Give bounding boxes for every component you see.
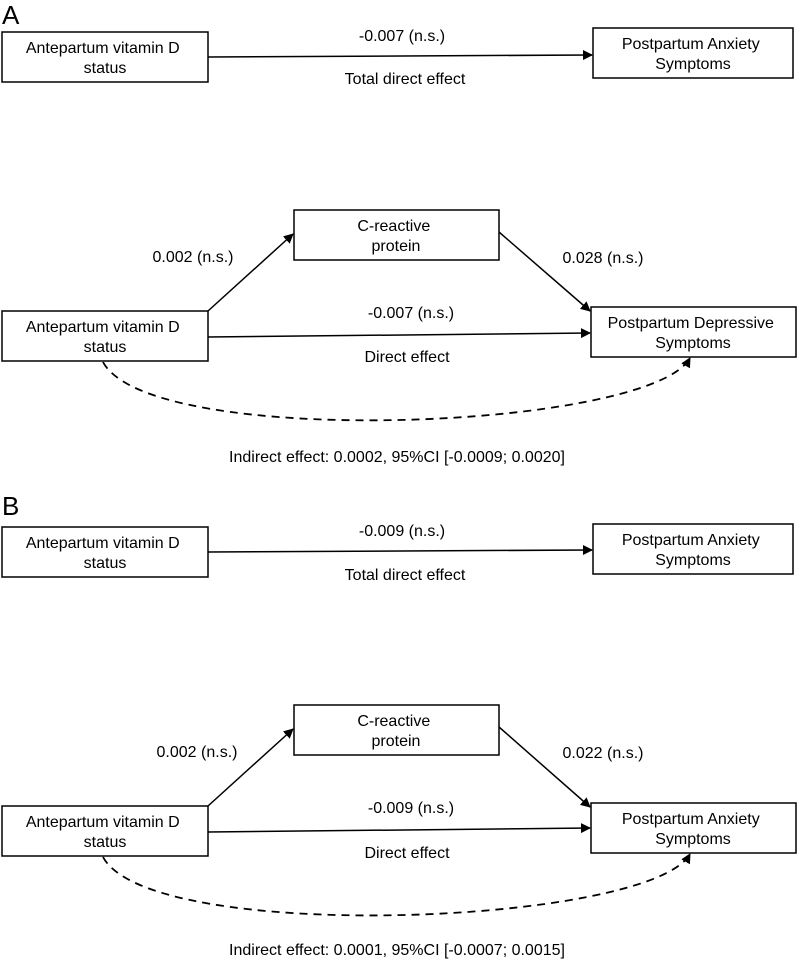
indirect-effect-label: Indirect effect: 0.0001, 95%CI [-0.0007;… <box>229 942 565 959</box>
predictor-label: Antepartum vitamin D status <box>26 319 184 356</box>
path-b-coefficient: 0.028 (n.s.) <box>563 250 644 267</box>
total-effect-arrow <box>207 50 593 61</box>
predictor-box <box>1 526 209 578</box>
outcome-label: Postpartum Anxiety Symptoms <box>622 811 764 848</box>
panel-b: B Antepartum vitamin D status Postpartum… <box>1 491 797 959</box>
predictor-label: Antepartum vitamin D status <box>26 535 184 572</box>
predictor-label: Antepartum vitamin D status <box>26 814 184 851</box>
panel-a: A Antepartum vitamin D status Postpartum… <box>1 0 797 466</box>
direct-effect-label: Direct effect <box>364 845 450 862</box>
panel-letter: A <box>2 0 20 30</box>
total-effect-label: Total direct effect <box>345 567 466 584</box>
direct-effect-arrow <box>207 823 591 834</box>
outcome-box <box>590 802 797 854</box>
mediation-model: C-reactive protein Antepartum vitamin D … <box>1 209 797 466</box>
outcome-box <box>590 306 797 358</box>
outcome-label: Postpartum Anxiety Symptoms <box>622 36 764 73</box>
path-b-coefficient: 0.022 (n.s.) <box>563 745 644 762</box>
total-effect-label: Total direct effect <box>345 71 466 88</box>
indirect-effect-label: Indirect effect: 0.0002, 95%CI [-0.0009;… <box>229 449 565 466</box>
total-effect-coefficient: -0.009 (n.s.) <box>359 523 445 540</box>
outcome-box <box>592 27 794 79</box>
mediation-model: C-reactive protein Antepartum vitamin D … <box>1 704 797 959</box>
indirect-effect-arrow <box>102 357 691 422</box>
predictor-box <box>1 805 209 857</box>
predictor-box <box>1 31 209 83</box>
predictor-box <box>1 310 209 362</box>
direct-effect-coefficient: -0.009 (n.s.) <box>368 800 454 817</box>
direct-effect-arrow <box>207 328 591 339</box>
path-a-arrow <box>207 233 294 312</box>
path-a-arrow <box>207 728 294 807</box>
predictor-label: Antepartum vitamin D status <box>26 40 184 77</box>
path-b-arrow <box>498 231 591 312</box>
total-effect-model: Antepartum vitamin D status Postpartum A… <box>1 523 794 584</box>
mediator-label: C-reactive protein <box>357 713 434 750</box>
total-effect-model: Antepartum vitamin D status Postpartum A… <box>1 27 794 88</box>
path-a-coefficient: 0.002 (n.s.) <box>157 744 238 761</box>
mediator-label: C-reactive protein <box>357 218 434 255</box>
outcome-box <box>592 523 794 575</box>
total-effect-coefficient: -0.007 (n.s.) <box>359 28 445 45</box>
mediator-box <box>293 704 500 756</box>
path-b-arrow <box>498 726 591 808</box>
outcome-label: Postpartum Anxiety Symptoms <box>622 532 764 569</box>
mediator-box <box>293 209 500 261</box>
panel-letter: B <box>2 491 19 521</box>
direct-effect-label: Direct effect <box>364 349 450 366</box>
direct-effect-coefficient: -0.007 (n.s.) <box>368 305 454 322</box>
indirect-effect-arrow <box>102 853 691 917</box>
outcome-label: Postpartum Depressive Symptoms <box>608 315 779 352</box>
path-a-coefficient: 0.002 (n.s.) <box>153 249 234 266</box>
total-effect-arrow <box>207 545 593 556</box>
